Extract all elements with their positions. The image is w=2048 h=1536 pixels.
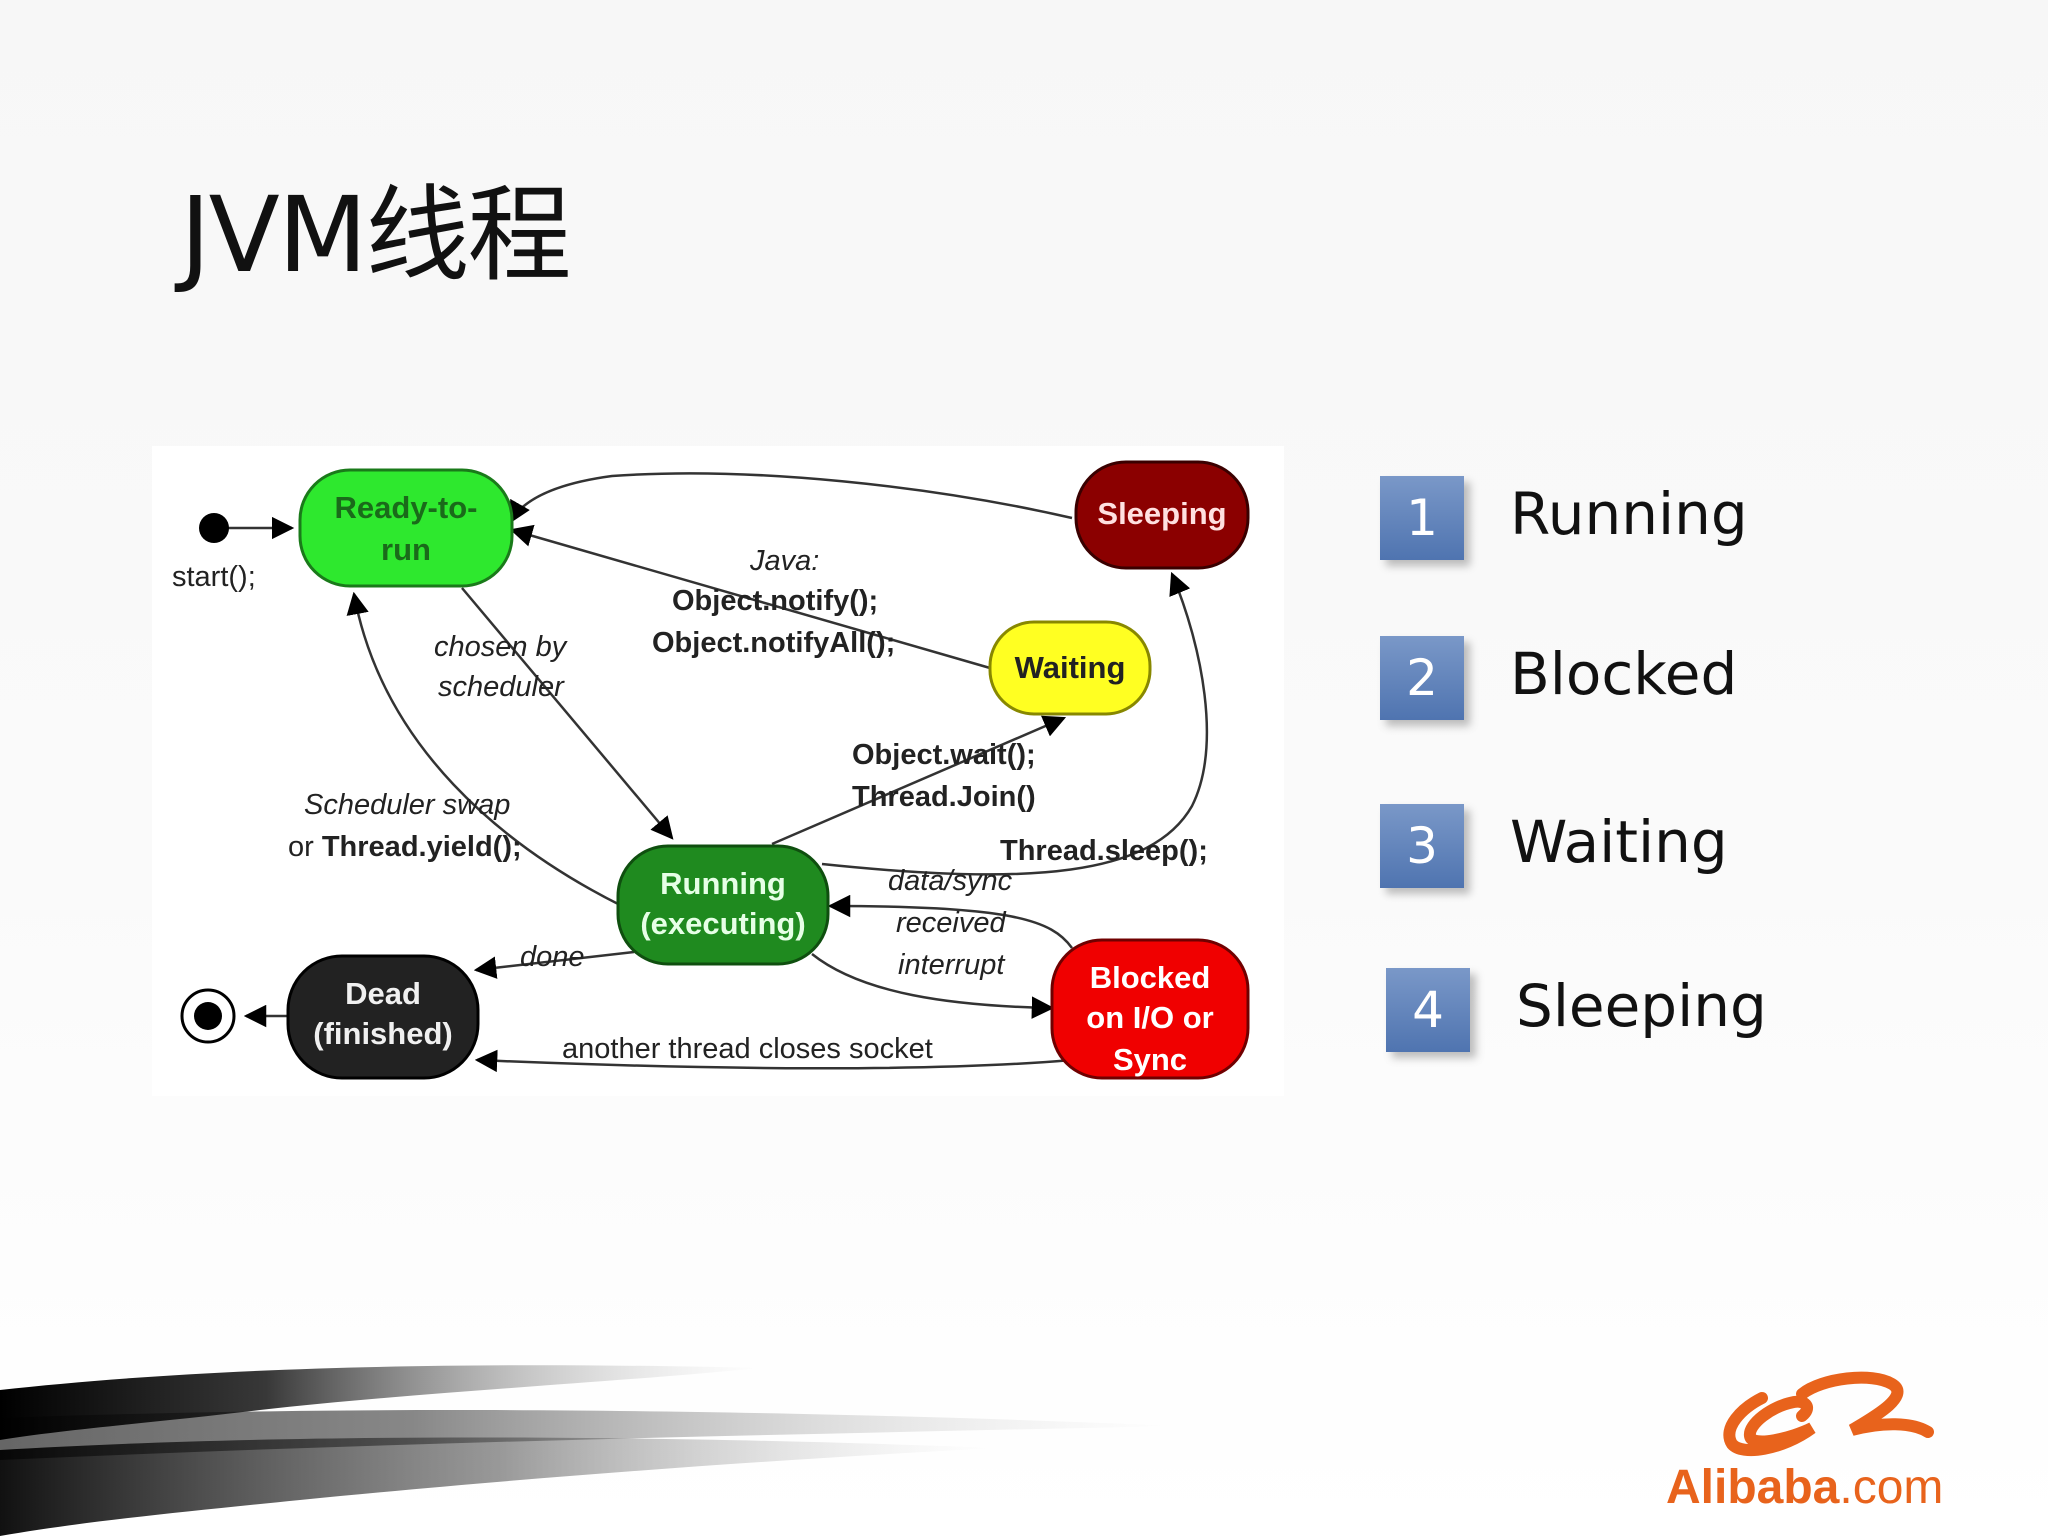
edge-ready-to-running	[461, 587, 674, 840]
label-start: start();	[172, 561, 256, 593]
state-sleeping	[1074, 460, 1250, 570]
state-sleeping-label: Sleeping	[1097, 496, 1226, 531]
state-blocked	[1050, 938, 1250, 1080]
edge-blocked-to-dead	[474, 1049, 1073, 1073]
state-dead	[286, 954, 480, 1080]
label-yield: or Thread.yield();	[288, 831, 522, 863]
thread-state-diagram: Ready-to- run Running (executing) Waitin…	[152, 446, 1284, 1096]
state-blocked-label-3: Sync	[1113, 1042, 1187, 1077]
alibaba-logo: Alibaba.com	[1662, 1358, 1992, 1518]
label-wait: Object.wait();	[852, 739, 1036, 771]
state-ready	[298, 468, 514, 588]
edge-running-to-ready	[346, 591, 623, 908]
edge-sleeping-to-ready	[508, 472, 1073, 524]
alibaba-logo-icon	[1723, 1371, 1934, 1456]
alibaba-logo-text: Alibaba.com	[1666, 1461, 1944, 1514]
label-notify-all: Object.notifyAll();	[652, 627, 895, 659]
start-marker	[199, 513, 229, 543]
label-sleep: Thread.sleep();	[1000, 835, 1208, 867]
label-chosen-1: chosen by	[434, 631, 568, 663]
state-ready-label-1: Ready-to-	[335, 490, 478, 525]
number-badge: 3	[1380, 804, 1464, 888]
edge-waiting-to-ready	[509, 524, 991, 670]
list-item-label: Running	[1510, 480, 1748, 548]
label-interrupt: interrupt	[898, 949, 1006, 981]
slide-title: JVM线程	[180, 174, 572, 296]
list-item-label: Sleeping	[1516, 972, 1767, 1040]
label-java: Java:	[749, 545, 819, 577]
label-chosen-2: scheduler	[438, 671, 565, 703]
label-join: Thread.Join()	[852, 781, 1036, 813]
state-waiting	[988, 620, 1152, 716]
number-badge: 1	[1380, 476, 1464, 560]
label-notify: Object.notify();	[672, 585, 878, 617]
number-badge: 2	[1380, 636, 1464, 720]
edge-running-to-blocked	[811, 953, 1055, 1019]
label-sched-swap: Scheduler swap	[304, 789, 510, 821]
edge-blocked-to-running	[827, 894, 1074, 949]
number-badge: 4	[1386, 968, 1470, 1052]
state-blocked-label-2: on I/O or	[1086, 1000, 1213, 1035]
state-blocked-label-1: Blocked	[1090, 960, 1211, 995]
label-closes-socket: another thread closes socket	[562, 1033, 933, 1065]
label-data-sync-2: received	[896, 907, 1006, 939]
state-dead-label-1: Dead	[345, 976, 421, 1011]
edge-running-to-waiting	[771, 715, 1067, 846]
state-ready-label-2: run	[381, 532, 431, 567]
brush-stroke-decoration	[0, 1365, 1180, 1536]
list-item-label: Waiting	[1510, 808, 1728, 876]
state-waiting-label: Waiting	[1015, 650, 1126, 685]
label-data-sync-1: data/sync	[888, 865, 1013, 897]
state-running-label-2: (executing)	[640, 906, 805, 941]
list-item-label: Blocked	[1510, 640, 1738, 708]
edge-running-to-dead	[473, 950, 635, 979]
state-running-label-1: Running	[660, 866, 786, 901]
edge-running-to-sleeping	[821, 571, 1209, 876]
state-dead-label-2: (finished)	[313, 1016, 453, 1051]
state-running	[616, 844, 830, 966]
label-done: done	[520, 941, 585, 973]
